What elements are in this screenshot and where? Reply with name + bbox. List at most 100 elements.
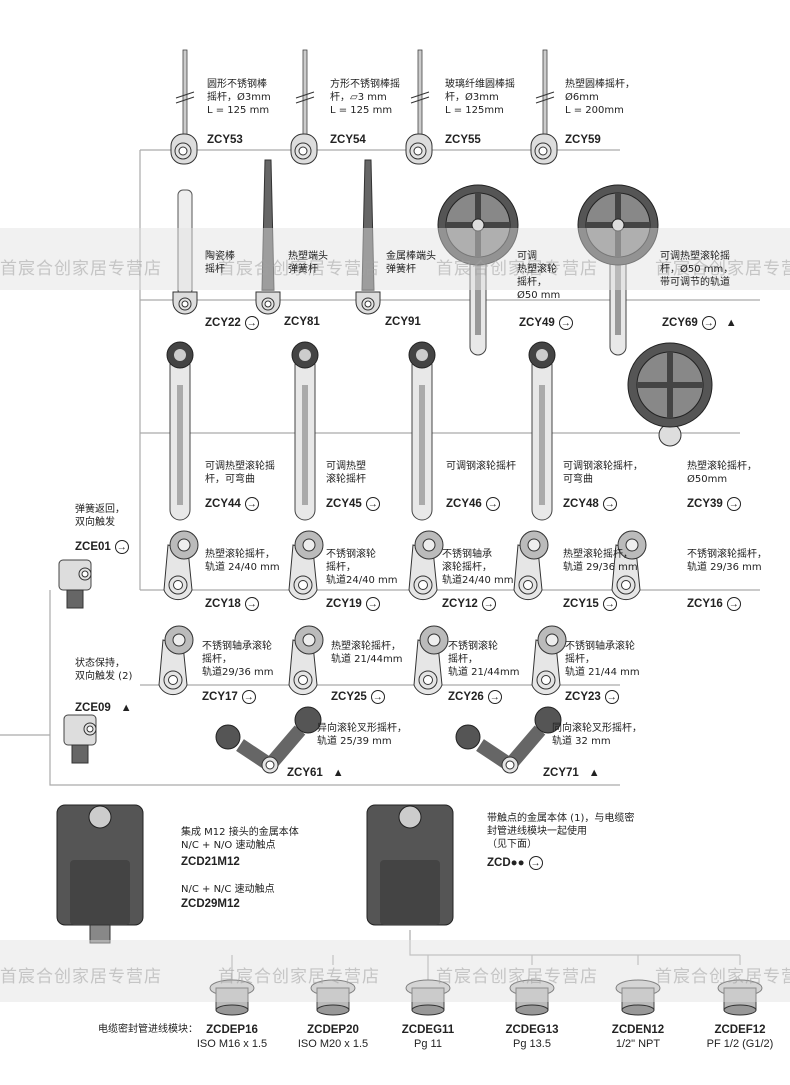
description-line: 可调钢滚轮摇杆， — [563, 461, 643, 472]
product-code-text: ZCY16 — [687, 598, 723, 610]
arrow-right-icon[interactable]: → — [370, 690, 385, 704]
arrow-right-icon[interactable]: → — [244, 597, 259, 611]
body-code-zcd29m12: ZCD29M12 — [181, 898, 240, 910]
product-code-zcy53: ZCY53 — [207, 134, 243, 146]
description-line: 不锈钢滚轮 — [326, 549, 376, 560]
product-code-zcy15[interactable]: ZCY15→ — [563, 597, 617, 611]
product-code-text: ZCY25 — [331, 691, 367, 703]
description-line: 双向触发 — [75, 517, 115, 528]
arrow-right-icon[interactable]: → — [244, 497, 259, 511]
description-line: 不锈钢滚轮 — [448, 641, 498, 652]
description-line: 热塑滚轮 — [517, 264, 557, 275]
product-code-zcy17[interactable]: ZCY17→ — [202, 690, 256, 704]
arrow-right-icon[interactable]: → — [528, 856, 543, 870]
item-description: 热塑滚轮摇杆， 轨道 29/36 mm — [563, 548, 638, 574]
description-line: 陶瓷棒 — [205, 251, 235, 262]
product-code-zcy12[interactable]: ZCY12→ — [442, 597, 496, 611]
module-code: ZCDEP20 — [307, 1024, 359, 1036]
arrow-right-icon[interactable]: → — [114, 540, 129, 554]
description-line: Ø50 mm — [517, 290, 561, 301]
description-line: 带可调节的轨道 — [660, 277, 730, 288]
product-code-text: ZCY54 — [330, 134, 366, 146]
description-line: 摇杆， — [565, 654, 595, 665]
description-line: 摇杆， — [326, 562, 356, 573]
arrow-right-icon[interactable]: → — [726, 597, 741, 611]
description-line: 可调热塑 — [326, 461, 366, 472]
description-line: L = 200mm — [565, 105, 624, 116]
module-spec: Pg 13.5 — [513, 1038, 551, 1050]
product-code-zcy23[interactable]: ZCY23→ — [565, 690, 619, 704]
item-description: 可调钢滚轮摇杆，可弯曲 — [563, 460, 643, 486]
watermark: 首宸合创家居专营店 — [436, 259, 598, 279]
arrow-right-icon[interactable]: → — [558, 316, 573, 330]
description-line: 轨道 29/36 mm — [563, 562, 638, 573]
description-line: 轨道 21/44 mm — [565, 667, 640, 678]
arrow-right-icon[interactable]: → — [365, 497, 380, 511]
description-line: 热塑滚轮摇杆， — [687, 461, 757, 472]
item-description: 不锈钢滚轮摇杆，轨道24/40 mm — [326, 548, 397, 587]
description-line: 轨道24/40 mm — [442, 575, 514, 586]
item-description: 弹簧返回， 双向触发 — [75, 503, 125, 529]
item-description: 不锈钢滚轮摇杆，轨道 29/36 mm — [687, 548, 767, 574]
product-code-text: ZCY69 — [662, 317, 698, 329]
description-line: 弹簧返回， — [75, 504, 125, 515]
arrow-right-icon[interactable]: → — [365, 597, 380, 611]
description-line: 滚轮摇杆， — [442, 562, 492, 573]
product-code-zcy25[interactable]: ZCY25→ — [331, 690, 385, 704]
product-code-text: ZCY91 — [385, 316, 421, 328]
arrow-right-icon[interactable]: → — [602, 497, 617, 511]
arrow-right-icon[interactable]: → — [241, 690, 256, 704]
item-description: 不锈钢滚轮摇杆，轨道 21/44mm — [448, 640, 519, 679]
module-spec: PF 1/2 (G1/2) — [706, 1038, 774, 1050]
description-line: 可调钢滚轮摇杆 — [446, 461, 516, 472]
product-code-text: ZCY26 — [448, 691, 484, 703]
product-code-text: ZCY17 — [202, 691, 238, 703]
body-code-zcd21m12: ZCD21M12 — [181, 856, 240, 868]
product-code-zcy19[interactable]: ZCY19→ — [326, 597, 380, 611]
arrow-right-icon[interactable]: → — [701, 316, 716, 330]
arrow-right-icon[interactable]: → — [604, 690, 619, 704]
product-code-zcy46[interactable]: ZCY46→ — [446, 497, 500, 511]
watermark: 首宸合创家居专营店 — [218, 967, 380, 987]
description-line: 轨道 29/36 mm — [687, 562, 762, 573]
description-line: 热塑滚轮摇杆， — [205, 549, 275, 560]
product-code-zcy39[interactable]: ZCY39→ — [687, 497, 741, 511]
arrow-right-icon[interactable]: → — [481, 597, 496, 611]
product-code-zcy48[interactable]: ZCY48→ — [563, 497, 617, 511]
product-code-text: ZCY39 — [687, 498, 723, 510]
product-code-text: ZCY53 — [207, 134, 243, 146]
arrow-right-icon[interactable]: → — [602, 597, 617, 611]
description-line: 轨道 32 mm — [552, 736, 611, 747]
product-code-zcy16[interactable]: ZCY16→ — [687, 597, 741, 611]
product-code-zcy91: ZCY91 — [385, 316, 421, 328]
module-code: ZCDEG13 — [505, 1024, 559, 1036]
description-line: 热塑滚轮摇杆， — [331, 641, 401, 652]
product-code-zcy49[interactable]: ZCY49→ — [519, 316, 573, 330]
product-code-text: ZCY46 — [446, 498, 482, 510]
item-description: 热塑滚轮摇杆，轨道 21/44mm — [331, 640, 402, 666]
product-code-zcy61: ZCY61▲ — [287, 767, 344, 779]
description-line: 热塑滚轮摇杆， — [563, 549, 633, 560]
product-code-zcy26[interactable]: ZCY26→ — [448, 690, 502, 704]
product-code-zce01[interactable]: ZCE01→ — [75, 540, 129, 554]
product-code-zcy18[interactable]: ZCY18→ — [205, 597, 259, 611]
item-description: 同向滚轮叉形摇杆，轨道 32 mm — [552, 722, 642, 748]
product-code-text: ZCY15 — [563, 598, 599, 610]
body-code-zcd[interactable]: ZCD●●→ — [487, 856, 543, 870]
product-code-zcy69[interactable]: ZCY69→▲ — [662, 316, 737, 330]
product-code-text: ZCY61 — [287, 767, 323, 779]
product-code-zcy22[interactable]: ZCY22→ — [205, 316, 259, 330]
product-code-zcy44[interactable]: ZCY44→ — [205, 497, 259, 511]
product-code-text: ZCY18 — [205, 598, 241, 610]
description-line: 不锈钢轴承滚轮 — [202, 641, 272, 652]
arrow-right-icon[interactable]: → — [726, 497, 741, 511]
product-code-zcy45[interactable]: ZCY45→ — [326, 497, 380, 511]
arrow-right-icon[interactable]: → — [244, 316, 259, 330]
item-description: 状态保持，双向触发 (2) — [75, 657, 132, 683]
arrow-right-icon[interactable]: → — [485, 497, 500, 511]
arrow-right-icon[interactable]: → — [487, 690, 502, 704]
